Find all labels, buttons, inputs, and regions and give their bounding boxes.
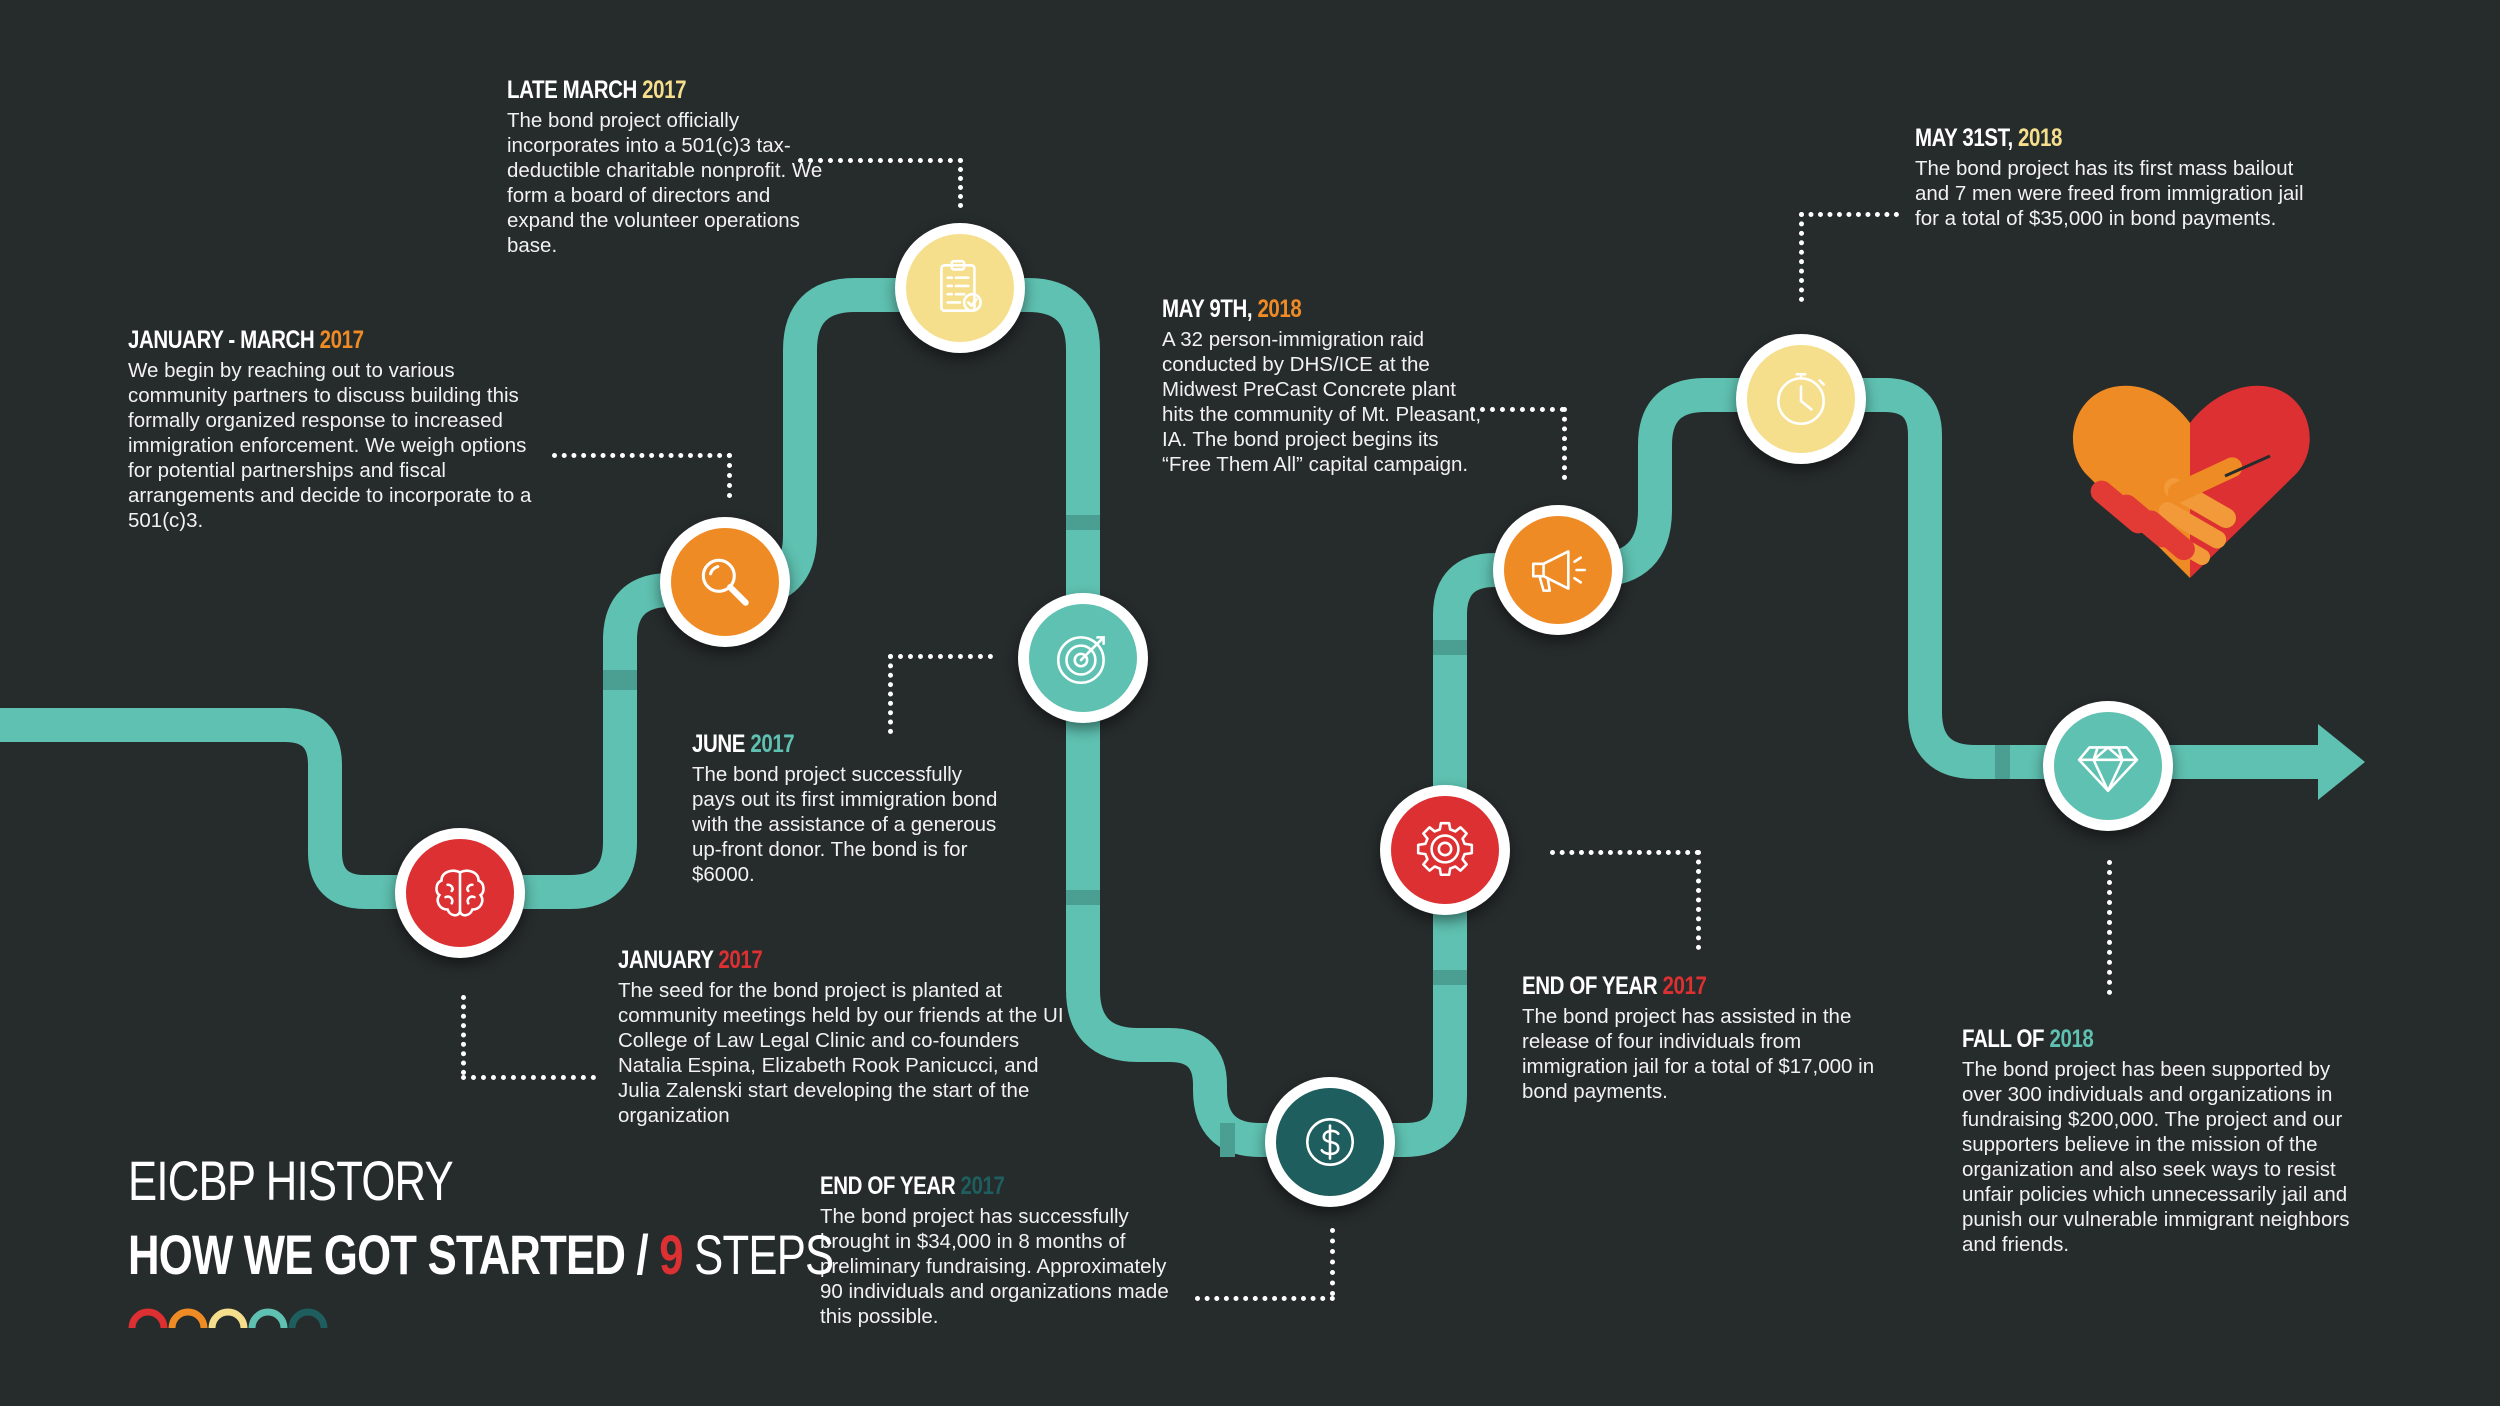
step-7-body: A 32 person-immigration raid conducted b… (1162, 328, 1482, 476)
magnifier-icon (701, 558, 749, 606)
brain-icon (435, 869, 485, 917)
connector-6b (1696, 850, 1701, 950)
step-7-year: 2018 (1257, 295, 1302, 323)
step-9-heading: FALL OF 2018 (1962, 1025, 2094, 1053)
step-5-node (1265, 1077, 1395, 1207)
connector-9 (2107, 860, 2112, 995)
step-9-body: The bond project has been supported by o… (1962, 1058, 2350, 1256)
step-8-year: 2018 (2018, 124, 2062, 152)
step-8-heading: MAY 31ST, 2018 (1915, 124, 2062, 152)
step-9-node (2043, 701, 2173, 831)
step-3-heading: LATE MARCH 2017 (507, 76, 687, 104)
step-7-heading: MAY 9TH, 2018 (1162, 295, 1302, 323)
step-4-node (1018, 593, 1148, 723)
step-5-text: END OF YEAR 2017 The bond project has su… (820, 1172, 1190, 1329)
connector-6 (1550, 850, 1700, 855)
connector-4 (888, 654, 993, 659)
step-6-body: The bond project has assisted in the rel… (1522, 1005, 1875, 1103)
connector-8 (1799, 212, 1899, 217)
step-4-heading: JUNE 2017 (692, 730, 795, 758)
connector-7 (1470, 407, 1565, 412)
connector-4b (888, 654, 893, 734)
step-7-text: MAY 9TH, 2018 A 32 person-immigration ra… (1162, 295, 1482, 477)
connector-3b (958, 158, 963, 208)
step-8-node (1736, 334, 1866, 464)
step-2-text: JANUARY - MARCH 2017 We begin by reachin… (128, 326, 548, 533)
connector-5b (1330, 1228, 1335, 1296)
connector-2 (552, 453, 732, 458)
step-1-body: The seed for the bond project is planted… (618, 979, 1064, 1127)
step-6-text: END OF YEAR 2017 The bond project has as… (1522, 972, 1882, 1104)
step-4-text: JUNE 2017 The bond project successfully … (692, 730, 1007, 887)
step-3-text: LATE MARCH 2017 The bond project officia… (507, 76, 837, 258)
page-title: EICBP HISTORY (128, 1149, 454, 1212)
megaphone-icon (1531, 550, 1587, 592)
clipboard-icon (940, 259, 982, 312)
track-shadow-marks (603, 515, 2010, 1157)
step-1-year: 2017 (718, 946, 763, 974)
track-arrowhead (2318, 724, 2365, 800)
connector-3 (798, 158, 963, 163)
step-8-body: The bond project has its first mass bail… (1915, 157, 2304, 230)
connector-1b (461, 1075, 596, 1080)
step-4-body: The bond project successfully pays out i… (692, 763, 998, 886)
step-1-heading: JANUARY 2017 (618, 946, 763, 974)
step-5-year: 2017 (960, 1172, 1005, 1200)
connector-1 (461, 995, 466, 1075)
step-2-node (660, 517, 790, 647)
step-2-body: We begin by reaching out to various comm… (128, 359, 532, 532)
step-9-year: 2018 (2049, 1025, 2094, 1053)
connector-7b (1562, 407, 1567, 480)
steps-count: 9 (659, 1223, 683, 1286)
decorative-arcs (128, 1308, 328, 1329)
step-3-node (895, 223, 1025, 353)
step-1-node (395, 828, 525, 958)
step-5-body: The bond project has successfully brough… (820, 1205, 1169, 1328)
step-4-year: 2017 (750, 730, 795, 758)
step-8-text: MAY 31ST, 2018 The bond project has its … (1915, 124, 2305, 231)
step-7-node (1493, 505, 1623, 635)
step-6-node (1380, 785, 1510, 915)
clock-icon (1777, 372, 1825, 426)
step-6-year: 2017 (1662, 972, 1707, 1000)
step-5-heading: END OF YEAR 2017 (820, 1172, 1005, 1200)
step-2-heading: JANUARY - MARCH 2017 (128, 326, 364, 354)
step-9-text: FALL OF 2018 The bond project has been s… (1962, 1025, 2372, 1257)
dollar-icon (1306, 1118, 1354, 1166)
page-subtitle: HOW WE GOT STARTED / 9 STEPS (128, 1223, 834, 1286)
connector-8b (1799, 212, 1804, 302)
step-6-heading: END OF YEAR 2017 (1522, 972, 1707, 1000)
target-icon (1056, 636, 1105, 685)
step-3-body: The bond project officially incorporates… (507, 109, 823, 257)
step-1-text: JANUARY 2017 The seed for the bond proje… (618, 946, 1078, 1128)
connector-5 (1195, 1296, 1335, 1301)
connector-2b (727, 453, 732, 498)
step-2-year: 2017 (319, 326, 364, 354)
gear-icon (1416, 821, 1474, 877)
heart-handshake-icon (2072, 385, 2310, 578)
step-3-year: 2017 (642, 76, 687, 104)
diamond-icon (2077, 746, 2139, 793)
